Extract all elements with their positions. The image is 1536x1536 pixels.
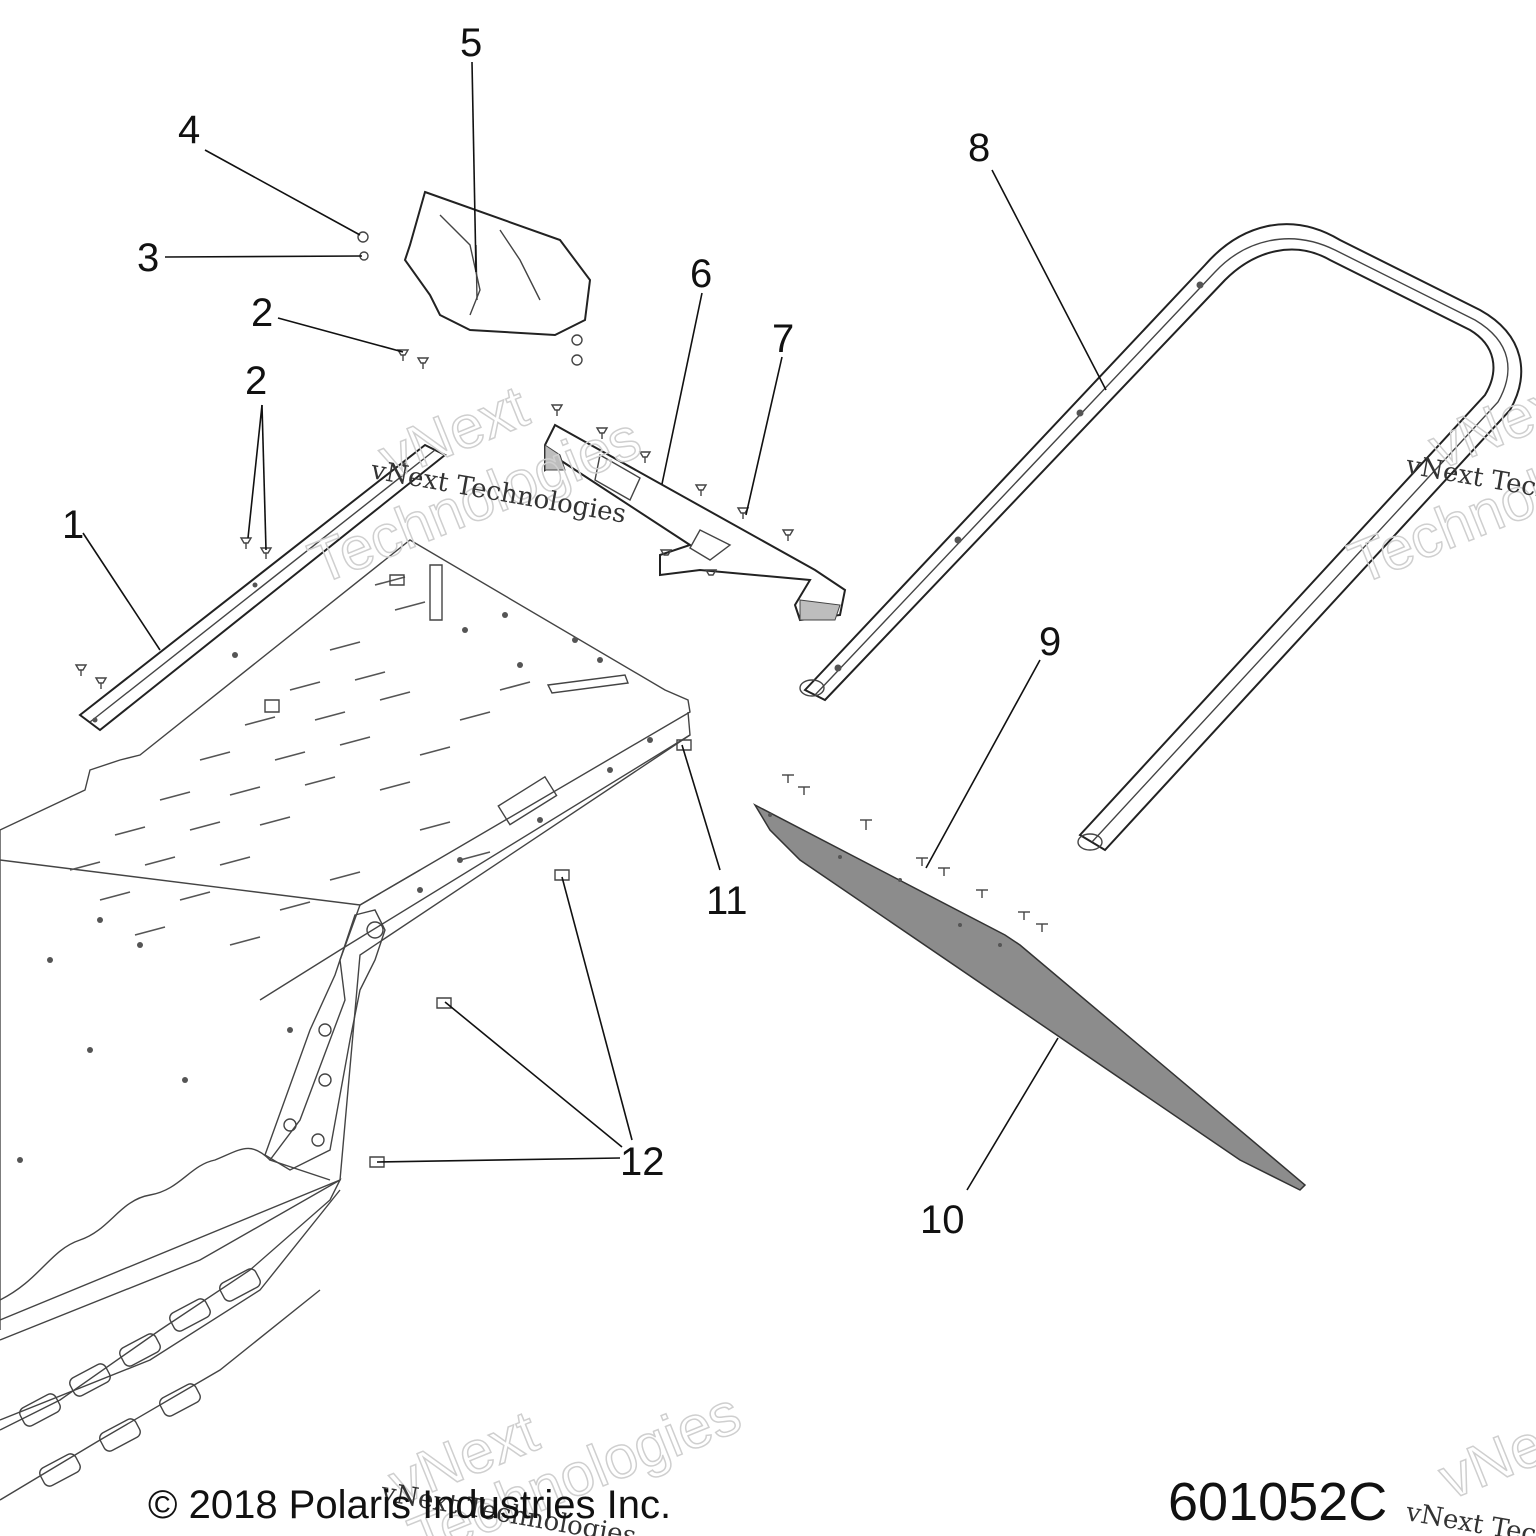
leader-lines <box>82 61 1107 1191</box>
rail-part-8 <box>799 223 1523 852</box>
callout-10: 10 <box>920 1198 965 1242</box>
callout-labels: 1 2 2 3 4 5 6 7 8 9 10 11 12 <box>62 21 1061 1242</box>
watermark-outline-word-7: vNext <box>1430 1392 1536 1512</box>
callout-1: 1 <box>62 503 84 547</box>
callout-3: 3 <box>137 236 159 280</box>
callout-7: 7 <box>772 317 794 361</box>
callout-2-lower: 2 <box>245 359 267 403</box>
callout-8: 8 <box>968 126 990 170</box>
callout-12: 12 <box>620 1140 665 1184</box>
fasteners-11-12 <box>369 739 692 1168</box>
rivets-part-9 <box>782 774 1048 932</box>
callout-5: 5 <box>460 21 482 65</box>
copyright-text: © 2018 Polaris Industries Inc. <box>148 1483 671 1527</box>
tunnel-assembly <box>0 539 691 1501</box>
callout-2-upper: 2 <box>251 291 273 335</box>
rail-part-1 <box>74 443 447 732</box>
bracket-part-6 <box>544 404 847 622</box>
flap-part-10 <box>752 803 1307 1191</box>
callout-6: 6 <box>690 252 712 296</box>
shield-part-5 <box>403 190 592 337</box>
callout-11: 11 <box>706 879 748 923</box>
watermark: vNext Technologies vNext Technologies vN… <box>299 362 1536 1536</box>
fasteners-3-4 <box>357 231 583 369</box>
callout-4: 4 <box>178 108 200 152</box>
callout-9: 9 <box>1039 620 1061 664</box>
diagram-number: 601052C <box>1168 1472 1387 1532</box>
